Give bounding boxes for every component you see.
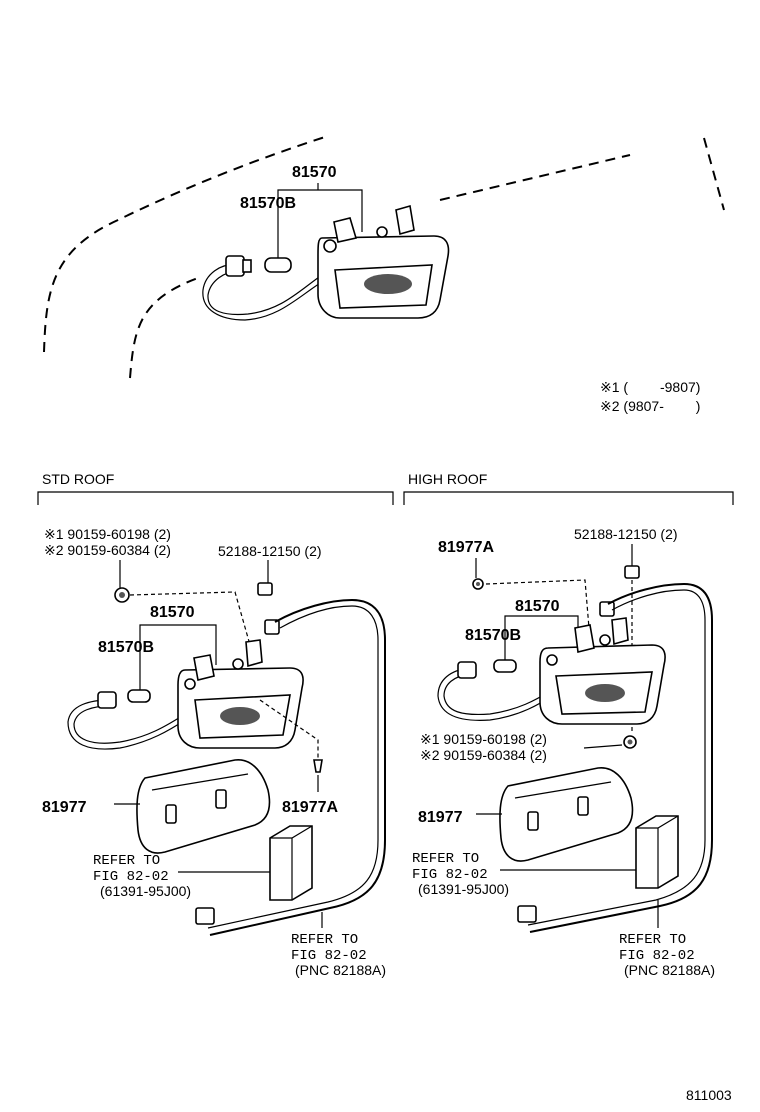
high-refer2-line2: FIG 82-02 <box>619 948 695 964</box>
high-cover <box>499 767 634 862</box>
high-refer1-line2: FIG 82-02 <box>412 867 488 883</box>
label-81570B: 81570B <box>240 195 296 212</box>
std-harness-2 <box>73 705 183 744</box>
bulb-81570B <box>264 257 292 273</box>
roof-outline-dashed-right <box>439 137 725 211</box>
figure-number: 811003 <box>686 1087 732 1103</box>
high-harness-2 <box>443 673 553 716</box>
high-refer-block <box>635 815 679 889</box>
top-section: 81570 81570B ※1 ( -9807) ※2 (9807- ) <box>43 136 725 414</box>
std-refer1-line3: (61391-95J00) <box>100 883 191 899</box>
std-screw-2: ※2 90159-60384 (2) <box>44 542 171 558</box>
std-label-81570B: 81570B <box>98 639 154 656</box>
lamp-assy <box>317 204 450 319</box>
std-label-81977A: 81977A <box>282 799 338 816</box>
high-connector <box>599 601 615 617</box>
std-end-connector <box>195 907 215 925</box>
high-label-81977A: 81977A <box>438 539 494 556</box>
connector <box>225 255 252 277</box>
leader-81570 <box>277 183 363 258</box>
std-refer1-line2: FIG 82-02 <box>93 869 169 885</box>
std-screw-guide <box>129 591 253 653</box>
high-label-81570: 81570 <box>515 598 560 615</box>
std-screw-a-guide <box>259 699 319 760</box>
high-screw-part <box>623 735 637 749</box>
std-leader-81570 <box>139 624 217 690</box>
std-refer2-line1: REFER TO <box>291 932 358 948</box>
std-screw-a-part <box>313 759 323 773</box>
std-clip: 52188-12150 (2) <box>218 543 322 559</box>
wire-harness-2 <box>207 271 323 316</box>
std-bracket <box>37 491 394 505</box>
high-screw-a-part <box>472 558 484 590</box>
high-lamp-assy <box>539 617 666 725</box>
high-label-81570B: 81570B <box>465 627 521 644</box>
high-roof-wire <box>529 582 713 933</box>
std-refer2-line3: (PNC 82188A) <box>295 962 386 978</box>
high-roof-wire-2 <box>527 589 706 926</box>
high-refer2-line1: REFER TO <box>619 932 686 948</box>
std-refer-block <box>269 825 313 901</box>
high-bracket <box>403 491 734 505</box>
std-screw-1: ※1 90159-60198 (2) <box>44 526 171 542</box>
high-clip: 52188-12150 (2) <box>574 526 678 542</box>
high-refer1-line1: REFER TO <box>412 851 479 867</box>
std-roof-wire-2 <box>207 605 379 929</box>
std-screw-part <box>114 560 130 603</box>
high-bulb <box>493 659 517 673</box>
std-cover <box>136 759 271 854</box>
std-harness <box>67 699 186 750</box>
high-connector-2 <box>457 661 477 679</box>
std-refer2-line2: FIG 82-02 <box>291 948 367 964</box>
std-roof-wire <box>209 598 386 936</box>
std-lamp-assy <box>177 639 304 749</box>
high-screw-1: ※1 90159-60198 (2) <box>420 731 547 747</box>
std-roof-title: STD ROOF <box>42 471 114 487</box>
high-roof-section: HIGH ROOF 81977A 52188-12150 (2) 81570 8… <box>403 471 734 978</box>
high-end-connector <box>517 905 537 923</box>
std-connector-2 <box>97 691 117 709</box>
std-clip-part <box>257 560 273 596</box>
note-2: ※2 (9807- ) <box>600 398 700 414</box>
std-label-81570: 81570 <box>150 604 195 621</box>
high-refer1-line3: (61391-95J00) <box>418 881 509 897</box>
roof-outline-dashed <box>43 136 326 353</box>
std-refer1-line1: REFER TO <box>93 853 160 869</box>
high-roof-title: HIGH ROOF <box>408 471 487 487</box>
high-screw-a-guide <box>485 579 591 641</box>
note-1: ※1 ( -9807) <box>600 379 700 395</box>
high-label-81977: 81977 <box>418 809 463 826</box>
label-81570: 81570 <box>292 164 337 181</box>
std-roof-section: STD ROOF ※1 90159-60198 (2) ※2 90159-603… <box>37 471 394 978</box>
std-bulb <box>127 689 151 703</box>
high-screw-leader <box>583 744 623 749</box>
std-connector <box>264 619 280 635</box>
wire-harness <box>202 263 326 321</box>
std-label-81977: 81977 <box>42 799 87 816</box>
roof-outline-dashed-inner <box>129 277 199 379</box>
high-screw-2: ※2 90159-60384 (2) <box>420 747 547 763</box>
high-refer2-line3: (PNC 82188A) <box>624 962 715 978</box>
high-harness <box>437 667 556 721</box>
high-clip-part <box>624 544 640 579</box>
